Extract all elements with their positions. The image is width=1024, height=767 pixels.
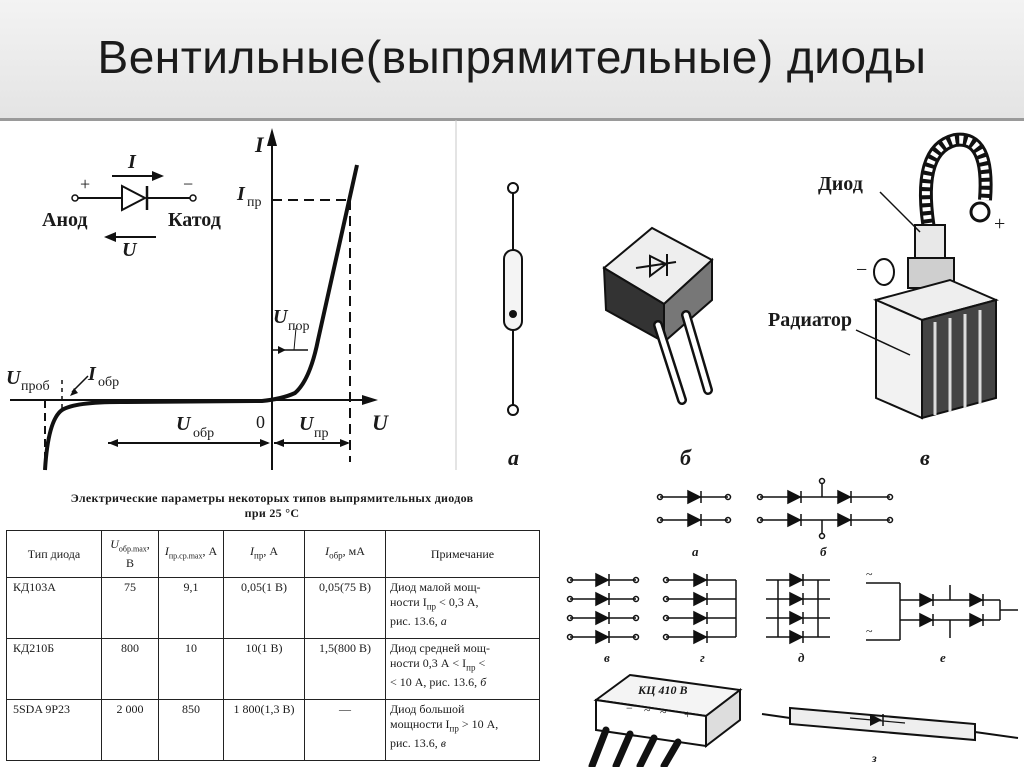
u-reverse-sub: обр bbox=[193, 426, 214, 441]
axis-i-label: I bbox=[254, 132, 265, 157]
cell-u: 75 bbox=[101, 577, 159, 639]
axis-u-label: U bbox=[372, 410, 389, 435]
u-reverse-label: U bbox=[176, 413, 192, 435]
header-i-avg: Iпр.ср.max, А bbox=[158, 530, 224, 578]
iv-curve bbox=[43, 164, 359, 471]
scheme-label-v: в bbox=[604, 650, 610, 665]
scheme-z-column: з bbox=[761, 706, 1019, 765]
cell-iavg: 9,1 bbox=[158, 577, 224, 639]
scheme-label-b: б bbox=[820, 544, 827, 559]
header-note: Примечание bbox=[385, 530, 540, 578]
scheme-label-d: д bbox=[798, 650, 805, 665]
bridge-tilde-2: ~ bbox=[660, 705, 667, 719]
scheme-label-a: а bbox=[692, 544, 699, 559]
table-row: 5SDA 9P23 2 000 850 1 800(1,3 В) — Диод … bbox=[6, 699, 540, 761]
symbol-voltage-label: U bbox=[122, 239, 138, 261]
parameters-table: Тип диода Uобр.max, В Iпр.ср.max, А Iпр,… bbox=[6, 530, 540, 761]
scheme-label-g: г bbox=[700, 650, 705, 665]
bridge-plus: + bbox=[684, 707, 691, 721]
title-bar bbox=[0, 0, 1024, 121]
cell-ipr: 0,05(1 В) bbox=[223, 577, 305, 639]
bridge-label: КЦ 410 В bbox=[637, 683, 687, 697]
slide-title: Вентильные(выпрямительные) диоды bbox=[97, 31, 927, 83]
u-forward-sub: пр bbox=[314, 426, 329, 441]
i-reverse-label: I bbox=[87, 363, 97, 385]
cell-ipr: 10(1 В) bbox=[223, 638, 305, 700]
anode-plus: + bbox=[80, 174, 90, 194]
scheme-label-z: з bbox=[871, 751, 877, 765]
header-type: Тип диода bbox=[6, 530, 102, 578]
symbol-current-label: I bbox=[127, 151, 137, 173]
photo-label-b: б bbox=[680, 445, 692, 470]
scheme-b bbox=[756, 477, 894, 540]
cathode-label: Катод bbox=[168, 209, 221, 231]
scheme-e-tilde-top: ~ bbox=[866, 567, 873, 581]
diode-package-a: а bbox=[503, 182, 523, 470]
table-header-row: Тип диода Uобр.max, В Iпр.ср.max, А Iпр,… bbox=[6, 530, 540, 578]
i-forward-label: I bbox=[236, 183, 246, 205]
i-forward-sub: пр bbox=[247, 195, 262, 210]
cell-iavg: 850 bbox=[158, 699, 224, 761]
cell-iavg: 10 bbox=[158, 638, 224, 700]
photo-label-v: в bbox=[920, 445, 930, 470]
table-caption-line2: при 25 °С bbox=[244, 506, 300, 520]
scheme-v bbox=[566, 572, 640, 645]
cathode-minus: − bbox=[183, 174, 193, 194]
iv-characteristic: I U 0 I пр U пор U проб I обр U обр bbox=[6, 128, 389, 471]
cell-note: Диод большой мощности Iпр > 10 А, рис. 1… bbox=[385, 699, 540, 761]
bridge-tilde-1: ~ bbox=[644, 703, 651, 717]
scheme-d bbox=[766, 572, 830, 645]
bridge-minus: − bbox=[626, 701, 633, 715]
i-reverse-sub: обр bbox=[98, 375, 119, 390]
table-row: КД210Б 800 10 10(1 В) 1,5(800 В) Диод ср… bbox=[6, 638, 540, 700]
scheme-a bbox=[656, 489, 732, 528]
cell-iobr: 1,5(800 В) bbox=[304, 638, 386, 700]
table-caption: Электрические параметры некоторых типов … bbox=[12, 491, 532, 521]
u-breakdown-sub: проб bbox=[21, 379, 50, 394]
cell-type: 5SDA 9P23 bbox=[6, 699, 102, 761]
u-breakdown-label: U bbox=[6, 367, 22, 389]
header-u-rev: Uобр.max, В bbox=[101, 530, 159, 578]
u-threshold-label: U bbox=[273, 306, 289, 328]
header-i-rev: Iобр, мА bbox=[304, 530, 386, 578]
cell-ipr: 1 800(1,3 В) bbox=[223, 699, 305, 761]
u-forward-label: U bbox=[299, 413, 315, 435]
photo-plus: + bbox=[994, 213, 1005, 235]
diode-symbol: + − I U Анод Катод bbox=[42, 151, 221, 261]
cell-u: 2 000 bbox=[101, 699, 159, 761]
photo-label-a: а bbox=[508, 445, 519, 470]
origin-label: 0 bbox=[256, 412, 265, 432]
cell-iobr: 0,05(75 В) bbox=[304, 577, 386, 639]
cell-iobr: — bbox=[304, 699, 386, 761]
cell-u: 800 bbox=[101, 638, 159, 700]
photo-diode-label: Диод bbox=[818, 173, 863, 195]
photo-radiator-label: Радиатор bbox=[768, 309, 852, 331]
cell-note: Диод средней мощ- ности 0,3 А < Iпр < < … bbox=[385, 638, 540, 700]
table-caption-line1: Электрические параметры некоторых типов … bbox=[70, 491, 474, 505]
cell-type: КД103А bbox=[6, 577, 102, 639]
cell-note: Диод малой мощ- ности Iпр < 0,3 А, рис. … bbox=[385, 577, 540, 639]
header-i-fwd: Iпр, А bbox=[223, 530, 305, 578]
diode-package-v: Диод Радиатор + − в bbox=[768, 132, 1005, 470]
scheme-e-tilde-bottom: ~ bbox=[866, 624, 873, 638]
photo-minus: − bbox=[856, 259, 867, 281]
anode-label: Анод bbox=[42, 209, 88, 231]
u-threshold-sub: пор bbox=[288, 319, 310, 334]
scheme-e bbox=[866, 582, 1018, 641]
parameters-table-panel: Электрические параметры некоторых типов … bbox=[0, 477, 548, 767]
diode-package-b: б bbox=[602, 226, 714, 470]
table-row: КД103А 75 9,1 0,05(1 В) 0,05(75 В) Диод … bbox=[6, 577, 540, 639]
cell-type: КД210Б bbox=[6, 638, 102, 700]
bridge-kc410: КЦ 410 В − ~ ~ + bbox=[588, 673, 743, 767]
scheme-label-e: е bbox=[940, 650, 946, 665]
scheme-g bbox=[662, 572, 737, 645]
